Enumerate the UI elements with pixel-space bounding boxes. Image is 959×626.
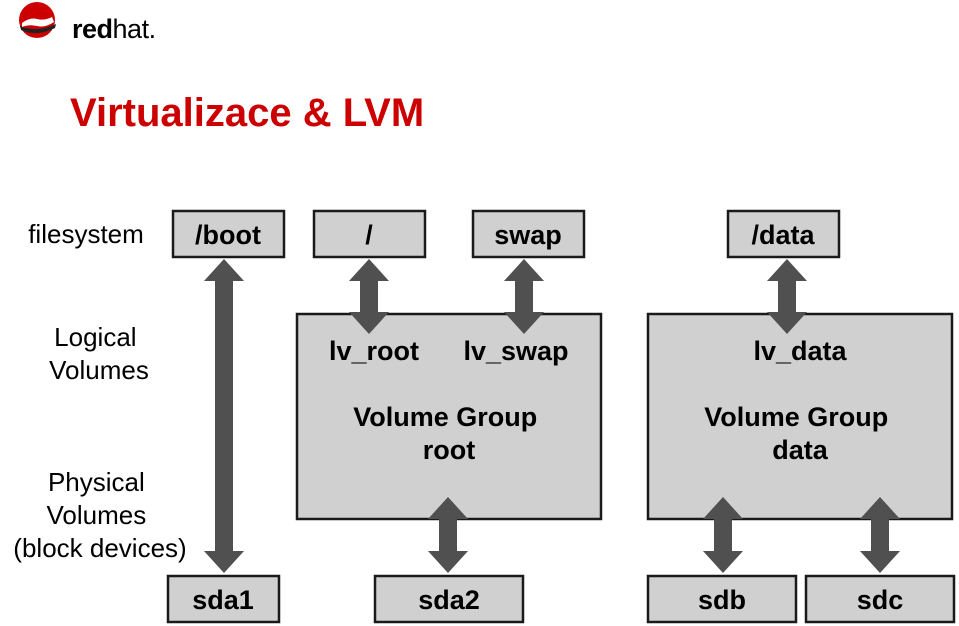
pv-sda1-box xyxy=(166,574,281,624)
pv-sda2-label: sda2 xyxy=(418,585,480,615)
row-label-physical-volumes: Physical Volumes (block devices) xyxy=(13,467,186,563)
pv-sdc-box xyxy=(804,574,956,624)
shadowman-icon xyxy=(19,2,56,38)
vg-data-title: Volume Group data xyxy=(704,402,896,465)
arrow-swap-lv-swap xyxy=(504,259,544,334)
fs-swap-box xyxy=(471,209,586,259)
logo-text-light: hat. xyxy=(113,14,156,44)
row-label-filesystem: filesystem xyxy=(28,219,144,249)
svg-text:redhat.: redhat. xyxy=(72,14,156,44)
pv-sdb-label: sdb xyxy=(698,585,746,615)
lv-root-label: lv_root xyxy=(329,336,419,366)
logo-text-bold: red xyxy=(72,14,113,44)
row-label-logical-volumes: Logical Volumes xyxy=(49,322,149,385)
arrow-data-lv-data xyxy=(767,259,807,334)
arrow-vg-data-sdb xyxy=(703,497,743,573)
pv-sdb-box xyxy=(646,574,798,624)
fs-data-box xyxy=(726,209,841,259)
volume-group-data-box xyxy=(646,312,954,521)
fs-swap-label: swap xyxy=(494,220,562,250)
lv-data-label: lv_data xyxy=(753,336,847,366)
fs-boot-label: /boot xyxy=(195,220,261,250)
lv-swap-label: lv_swap xyxy=(463,336,568,366)
fs-root-label: / xyxy=(365,220,373,250)
fs-root-box xyxy=(312,209,427,259)
pv-sda2-box xyxy=(373,574,525,624)
vg-root-title: Volume Group root xyxy=(353,402,545,465)
arrow-boot-sda1 xyxy=(204,259,244,573)
pv-sda1-label: sda1 xyxy=(192,585,254,615)
arrow-root-lv-root xyxy=(349,259,389,334)
page-title: Virtualizace & LVM xyxy=(70,91,424,135)
pv-sdc-label: sdc xyxy=(857,585,904,615)
fs-boot-box xyxy=(171,209,286,259)
arrow-vg-data-sdc xyxy=(860,497,900,573)
fs-data-label: /data xyxy=(751,220,815,250)
arrow-vg-root-sda2 xyxy=(428,497,468,573)
redhat-logo: redhat. xyxy=(19,2,156,44)
volume-group-root-box xyxy=(295,312,603,521)
